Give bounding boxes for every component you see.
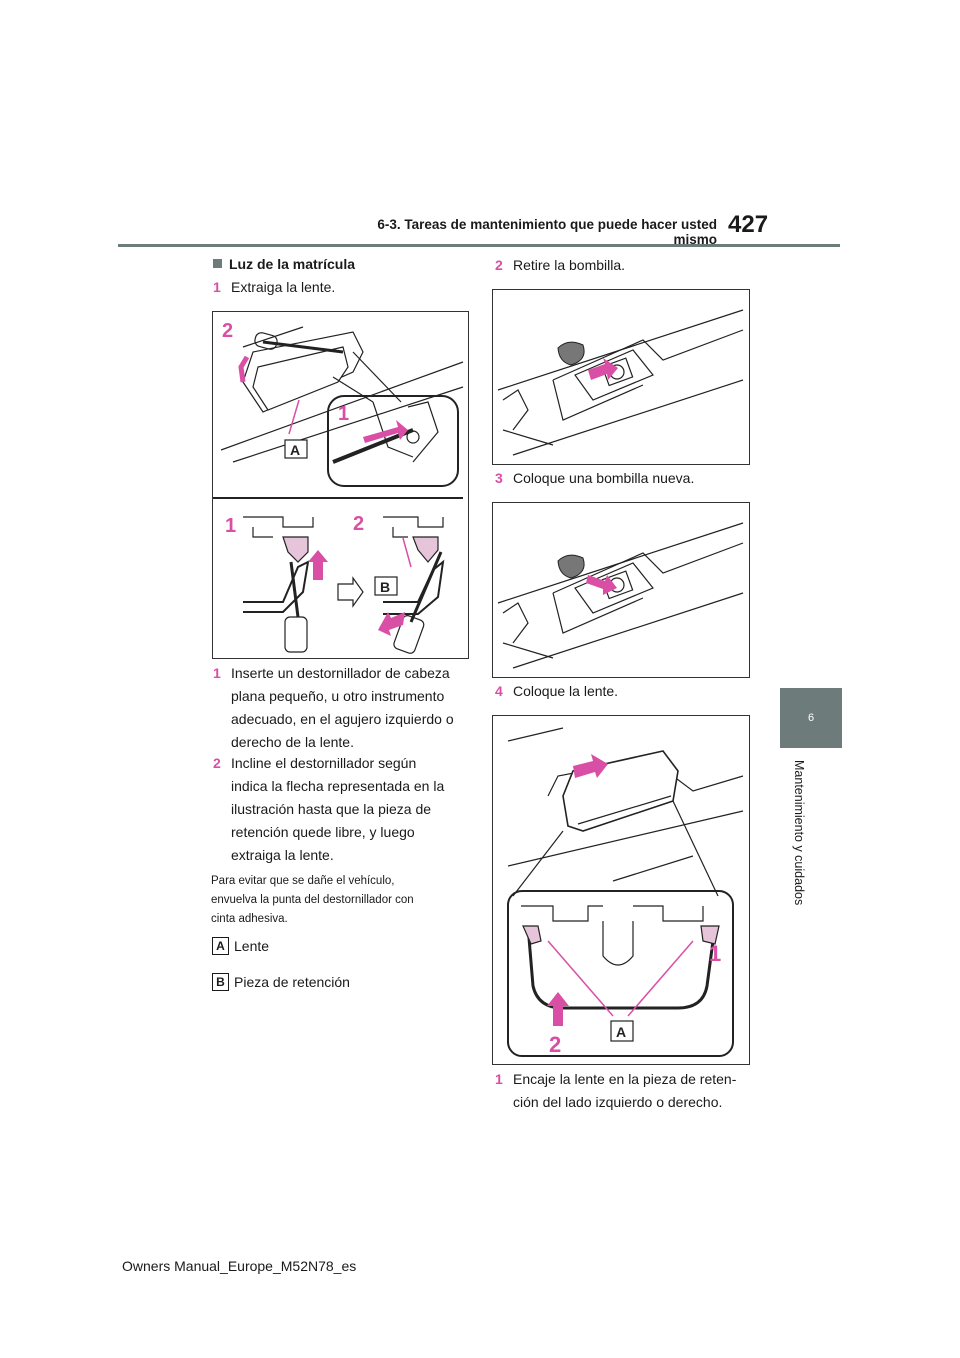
substep-line: Incline el destornillador según bbox=[231, 755, 417, 771]
running-header: 6-3. Tareas de mantenimiento que puede h… bbox=[377, 217, 717, 247]
step-number: 2 bbox=[495, 257, 503, 273]
chapter-tab: 6 bbox=[780, 688, 842, 748]
substep-line: extraiga la lente. bbox=[231, 847, 334, 863]
figure-remove-bulb-illustration bbox=[497, 309, 744, 456]
header-rule bbox=[118, 244, 840, 247]
chapter-label-text: Mantenimiento y cuidados bbox=[792, 760, 806, 906]
fig1-label-1-bottom: 1 bbox=[225, 515, 236, 537]
heading-square-icon bbox=[213, 259, 222, 268]
step-4-substep-1: 1 Encaje la lente en la pieza de reten- c… bbox=[495, 1068, 755, 1114]
fig4-label-1: 1 bbox=[709, 941, 721, 966]
note-line: Para evitar que se dañe el vehículo, bbox=[211, 875, 395, 887]
note-line: envuelva la punta del destornillador con bbox=[211, 894, 414, 906]
section-heading-text: Luz de la matrícula bbox=[229, 256, 356, 272]
fig1-label-a: A bbox=[290, 442, 300, 458]
substep-line: Inserte un destornillador de cabeza bbox=[231, 665, 450, 681]
substep-line: indica la flecha representada en la bbox=[231, 778, 445, 794]
caution-note: Para evitar que se dañe el vehículo, env… bbox=[211, 872, 461, 929]
legend-item-a: A Lente bbox=[212, 937, 269, 955]
step-number: 4 bbox=[495, 683, 503, 699]
figure-remove-lens: 2 1 A 1 2 B bbox=[212, 311, 469, 659]
legend-label: Lente bbox=[234, 938, 270, 954]
fig4-label-2: 2 bbox=[549, 1032, 561, 1057]
fig1-label-2-bottom: 2 bbox=[353, 513, 364, 535]
section-heading: Luz de la matrícula bbox=[213, 256, 355, 272]
figure-remove-lens-illustration: 2 1 A 1 2 B bbox=[213, 320, 464, 654]
legend-key: A bbox=[212, 937, 229, 955]
substep-number: 2 bbox=[213, 755, 221, 771]
fig1-label-1-detail: 1 bbox=[338, 403, 349, 425]
figure-install-lens: 1 2 A bbox=[492, 715, 750, 1065]
step-2: 2 Retire la bombilla. bbox=[495, 254, 625, 277]
substep-line: Encaje la lente en la pieza de reten- bbox=[513, 1071, 737, 1087]
page-number: 427 bbox=[728, 211, 769, 238]
fig1-label-b: B bbox=[380, 579, 390, 595]
chapter-label: Mantenimiento y cuidados bbox=[790, 760, 810, 940]
figure-remove-bulb bbox=[492, 289, 750, 465]
substep-2: 2 Incline el destornillador según indica … bbox=[213, 752, 468, 867]
substep-number: 1 bbox=[495, 1071, 503, 1087]
note-line: cinta adhesiva. bbox=[211, 913, 288, 925]
step-text: Retire la bombilla. bbox=[513, 257, 626, 273]
step-text: Coloque la lente. bbox=[513, 683, 619, 699]
legend-label: Pieza de retención bbox=[234, 974, 350, 990]
step-1: 1 Extraiga la lente. bbox=[213, 276, 335, 299]
step-text: Coloque una bombilla nueva. bbox=[513, 470, 695, 486]
substep-line: retención quede libre, y luego bbox=[231, 824, 415, 840]
step-3: 3 Coloque una bombilla nueva. bbox=[495, 467, 694, 490]
substep-line: derecho de la lente. bbox=[231, 734, 354, 750]
step-4: 4 Coloque la lente. bbox=[495, 680, 618, 703]
step-text: Extraiga la lente. bbox=[231, 279, 336, 295]
step-number: 3 bbox=[495, 470, 503, 486]
figure-install-bulb-illustration bbox=[497, 522, 744, 669]
legend-item-b: B Pieza de retención bbox=[212, 973, 350, 991]
figure-install-bulb bbox=[492, 502, 750, 678]
substep-line: adecuado, en el agujero izquierdo o bbox=[231, 711, 454, 727]
substep-number: 1 bbox=[213, 665, 221, 681]
legend-key: B bbox=[212, 973, 229, 991]
substep-line: ción del lado izquierdo o derecho. bbox=[513, 1094, 723, 1110]
fig1-label-2-top: 2 bbox=[222, 320, 233, 342]
fig4-label-a: A bbox=[616, 1024, 626, 1040]
substep-1: 1 Inserte un destornillador de cabeza pla… bbox=[213, 662, 468, 754]
step-number: 1 bbox=[213, 279, 221, 295]
figure-install-lens-illustration: 1 2 A bbox=[507, 727, 744, 1057]
footer-doc-id: Owners Manual_Europe_M52N78_es bbox=[122, 1258, 357, 1274]
substep-line: plana pequeño, u otro instrumento bbox=[231, 688, 445, 704]
substep-line: ilustración hasta que la pieza de bbox=[231, 801, 432, 817]
